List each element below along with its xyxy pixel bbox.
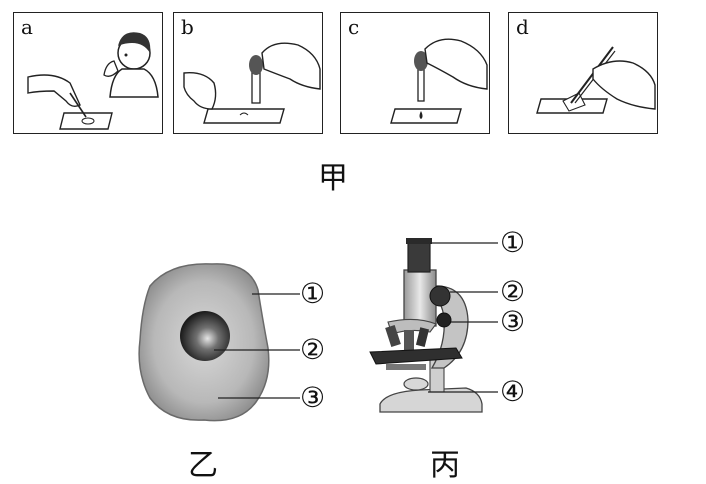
figure-bing-caption: 丙 [430,448,460,483]
step-letter-d: d [516,15,529,39]
step-letter-c: c [348,15,360,39]
bing-label-2: ② [500,275,526,308]
step-panel-a: a [13,12,163,134]
microscope [369,238,498,413]
bing-label-3: ③ [500,305,526,338]
step-b-illustration [183,42,321,124]
step-panel-c: c [340,12,490,134]
coarse-focus-knob [429,285,451,307]
step-c-illustration [390,38,488,124]
objective-lens-2 [404,330,414,352]
cheek-cell [138,263,300,422]
yi-label-3: ③ [300,381,326,414]
mirror [403,377,429,391]
step-d-illustration [536,46,656,114]
microscope-base [379,387,483,413]
bing-label-4: ④ [500,375,526,408]
objective-lens-3 [415,327,430,347]
step-panel-d: d [508,12,658,134]
eyepiece [407,239,431,273]
step-letter-b: b [181,15,194,39]
microscope-arm [430,285,469,369]
objective-lens-1 [385,324,401,348]
stage [369,347,463,365]
figure-yi-caption: 乙 [188,448,218,483]
step-panel-b: b [173,12,323,134]
yi-label-1: ① [300,277,326,310]
fine-focus-knob [436,312,452,328]
yi-label-2: ② [300,333,326,366]
bing-label-1: ① [500,226,526,259]
figure-jia-caption: 甲 [318,161,348,196]
step-a-illustration [27,32,159,130]
step-letter-a: a [21,15,33,39]
cell-nucleus [180,311,230,361]
